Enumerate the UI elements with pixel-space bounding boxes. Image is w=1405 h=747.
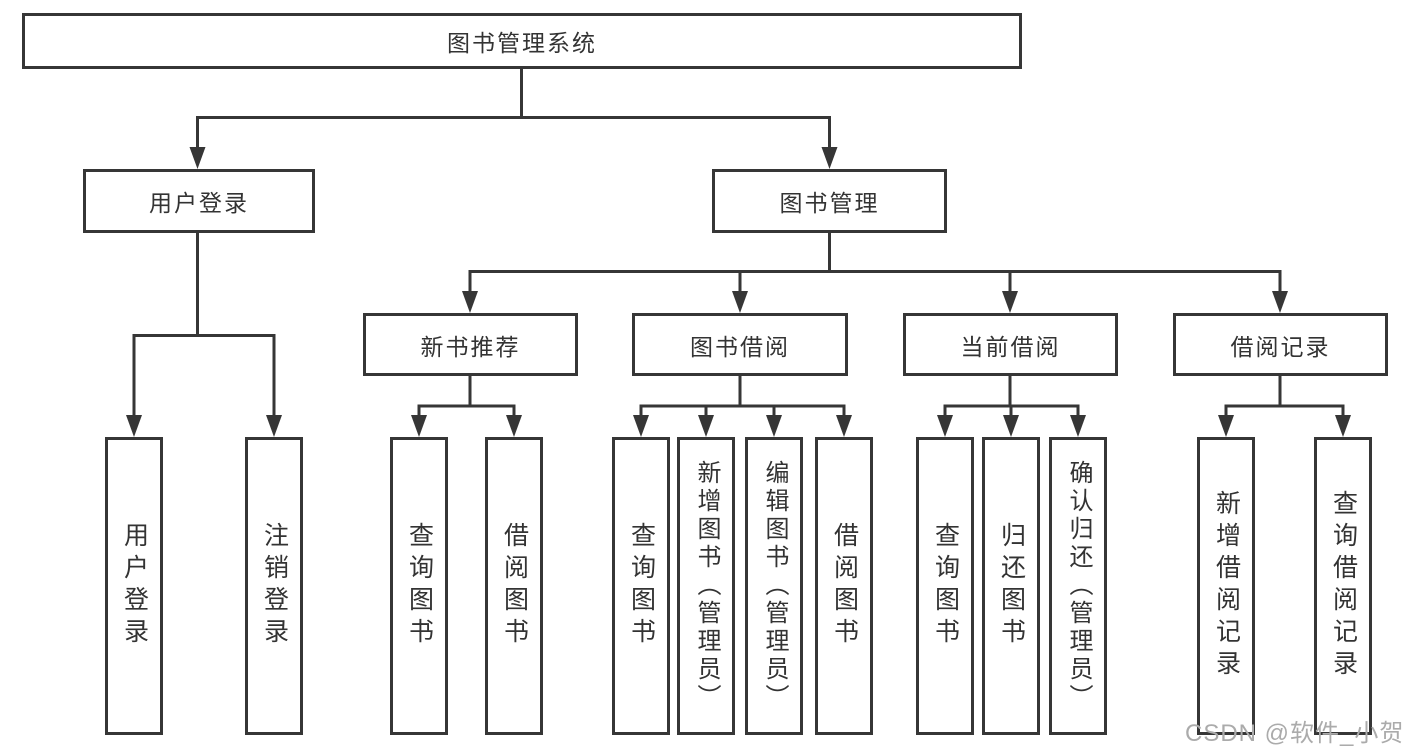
leaf-user-login: 用户登录 <box>105 437 163 735</box>
node-book-borrowing: 图书借阅 <box>632 313 848 376</box>
leaf-current-confirm-return-admin: 确认归还（管理员） <box>1049 437 1107 735</box>
leaf-borrow-query-books: 查询图书 <box>612 437 670 735</box>
leaf-current-return-books: 归还图书 <box>982 437 1040 735</box>
connector-newbook-to-leaves <box>411 376 522 437</box>
leaf-newbook-borrow-books: 借阅图书 <box>485 437 543 735</box>
node-new-book-recommendation: 新书推荐 <box>363 313 578 376</box>
leaf-newbook-query-books: 查询图书 <box>390 437 448 735</box>
leaf-record-add-borrow-record: 新增借阅记录 <box>1197 437 1255 735</box>
leaf-logout: 注销登录 <box>245 437 303 735</box>
node-current-borrowing: 当前借阅 <box>903 313 1118 376</box>
node-book-management: 图书管理 <box>712 169 947 233</box>
connector-borrowrecord-to-leaves <box>1218 376 1351 437</box>
leaf-borrow-add-books-admin: 新增图书（管理员） <box>677 437 735 735</box>
node-borrowing-records: 借阅记录 <box>1173 313 1388 376</box>
leaf-current-query-books: 查询图书 <box>916 437 974 735</box>
connector-userlogin-to-leaves <box>126 233 282 437</box>
node-library-management-system: 图书管理系统 <box>22 13 1022 69</box>
connector-bookborrow-to-leaves <box>633 376 852 437</box>
node-user-login: 用户登录 <box>83 169 315 233</box>
leaf-borrow-borrow-books: 借阅图书 <box>815 437 873 735</box>
connector-root-to-level2 <box>189 69 838 169</box>
csdn-watermark: CSDN @软件_小贺同学 <box>1185 720 1405 747</box>
leaf-borrow-edit-books-admin: 编辑图书（管理员） <box>745 437 803 735</box>
connector-bookmgmt-to-level3 <box>462 233 1288 313</box>
connector-currentborrow-to-leaves <box>937 376 1086 437</box>
leaf-record-query-borrow-record: 查询借阅记录 <box>1314 437 1372 735</box>
